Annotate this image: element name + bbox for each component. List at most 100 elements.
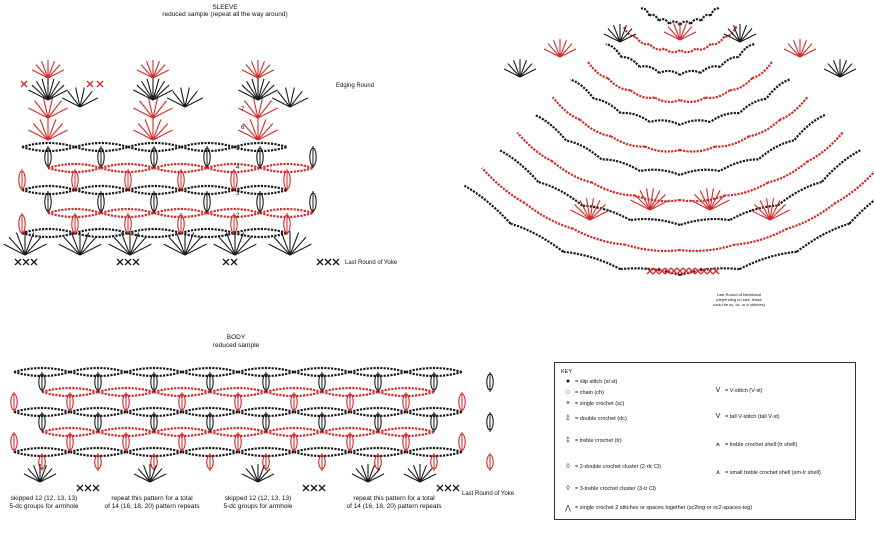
single-crochet-mark <box>30 258 38 266</box>
chain-arc <box>700 13 712 22</box>
fan-stitch <box>559 48 577 58</box>
fan-stitch <box>367 473 385 483</box>
fan-stitch <box>41 60 49 79</box>
chain-icon: ○ <box>565 389 571 396</box>
chain-arc <box>648 43 665 51</box>
fan-stitch <box>225 232 236 256</box>
chain-arc <box>74 227 129 235</box>
chain-arc <box>679 194 726 203</box>
fan-stitch <box>257 129 278 141</box>
fan-stitch <box>139 100 154 119</box>
chain-arc <box>233 141 288 149</box>
fan-stitch <box>739 24 747 43</box>
fan-stitch <box>75 87 81 108</box>
chain-arc <box>180 145 235 153</box>
chain-arc <box>74 188 129 196</box>
fan-stitch <box>723 33 741 43</box>
fan-stitch <box>35 64 49 79</box>
body-title: BODY <box>226 334 246 341</box>
chain-arc <box>259 162 314 170</box>
fan-stitch <box>251 60 259 79</box>
chain-arc <box>679 96 706 103</box>
fan-stitch <box>799 39 807 58</box>
v-stitch-icon: V <box>715 387 721 394</box>
fan-stitch <box>31 84 49 101</box>
fan-stitch <box>766 198 771 221</box>
fan-stitch <box>152 84 170 101</box>
fan-stitch <box>24 243 47 256</box>
key-label: = treble crochet shell (tr shell) <box>725 442 798 448</box>
single-crochet-mark <box>96 80 104 88</box>
fan-stitch <box>79 232 90 256</box>
fan-stitch <box>673 22 681 41</box>
chain-arc <box>679 145 716 153</box>
body-last-round-label: Last Round of Yoke <box>462 491 515 497</box>
fan-stitch <box>146 60 154 79</box>
fan-stitch <box>827 63 841 78</box>
single-crochet-mark <box>658 267 666 275</box>
key-item-v-stitch: V = V-stitch (V-st) <box>711 387 763 394</box>
fan-stitch <box>241 473 259 483</box>
fan-stitch <box>67 90 81 108</box>
fan-stitch <box>679 31 697 41</box>
single-crochet-icon: × <box>565 400 571 407</box>
key-title: KEY <box>561 369 573 375</box>
key-label: = slip stitch (sl st) <box>575 378 618 385</box>
fan-stitch <box>184 236 202 256</box>
dc-cluster-icon: ◊ <box>566 463 570 470</box>
chain-arc <box>634 35 650 46</box>
fan-stitch <box>149 464 157 483</box>
sleeve-subtitle: reduced sample (repeat all the way aroun… <box>162 11 288 18</box>
chain-arc <box>499 149 540 183</box>
fan-stitch <box>679 26 693 41</box>
fan-stitch <box>570 209 591 221</box>
fan-stitch <box>234 243 257 256</box>
chain-arc <box>668 20 681 26</box>
fan-stitch <box>79 236 97 256</box>
chain-arc <box>125 406 183 414</box>
key-item-double-crochet: ‡ = double crochet (dc) <box>561 415 627 422</box>
armhole-note-1: skipped 12 (12, 13, 13) 5-dc groups for … <box>9 495 79 510</box>
fan-stitch <box>289 90 303 108</box>
chain-arc <box>233 188 288 196</box>
fan-stitch <box>241 84 259 101</box>
chain-arc <box>237 446 295 454</box>
chain-arc <box>206 162 261 170</box>
chain-arc <box>180 188 235 196</box>
fan-stitch <box>519 59 527 78</box>
chain-arc <box>601 158 641 172</box>
fan-stitch <box>257 107 278 119</box>
fan-stitch <box>166 97 186 108</box>
single-crochet-mark <box>86 80 94 88</box>
fan-stitch <box>61 97 81 108</box>
fan-stitch <box>28 107 49 119</box>
chain-arc <box>640 7 651 17</box>
fan-stitch <box>257 84 275 101</box>
chain-arc <box>321 386 379 394</box>
fan-stitch <box>23 473 41 483</box>
fan-stitch <box>553 39 561 58</box>
fan-stitch <box>355 468 369 483</box>
chain-arc <box>47 166 102 174</box>
chain-arc <box>534 113 567 142</box>
fan-stitch <box>8 236 26 256</box>
chain-arc <box>820 149 861 183</box>
chain-arc <box>153 386 211 394</box>
chain-arc <box>679 20 692 26</box>
single-crochet-mark <box>676 267 684 275</box>
fan-stitch <box>280 232 291 256</box>
chain-arc <box>97 386 155 394</box>
chain-arc <box>47 207 102 215</box>
chain-arc <box>41 426 99 434</box>
fan-stitch <box>268 243 291 256</box>
fan-stitch <box>574 204 591 221</box>
chain-arc <box>47 211 102 219</box>
chain-arc <box>41 386 99 394</box>
chain-arc <box>293 366 351 374</box>
fan-stitch <box>39 473 57 483</box>
fan-stitch <box>28 89 49 101</box>
fan-stitch <box>630 199 651 211</box>
row-number-2: 2 <box>236 213 240 219</box>
fan-stitch <box>36 80 49 101</box>
fan-stitch <box>47 64 61 79</box>
